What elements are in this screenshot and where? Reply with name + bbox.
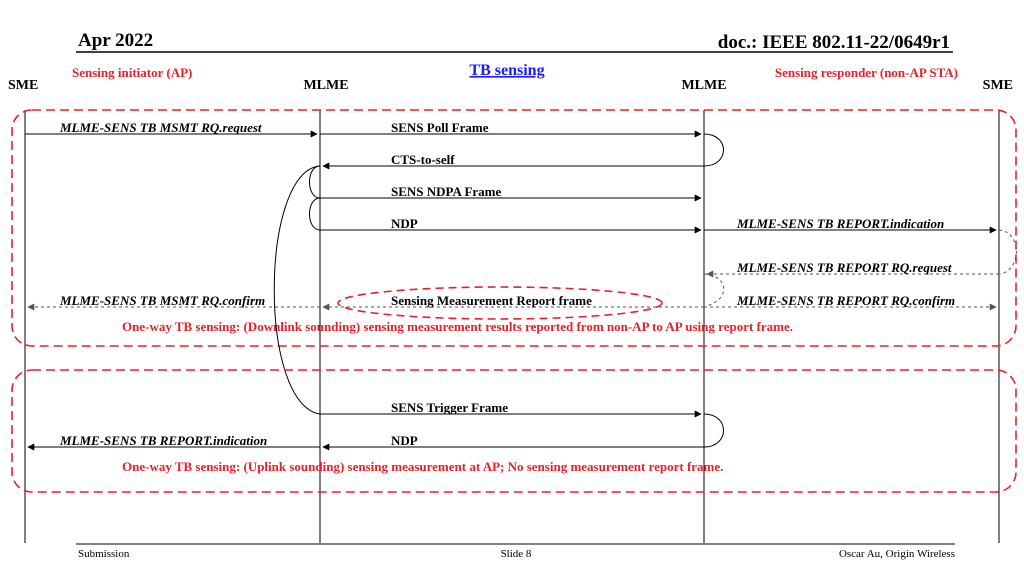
label-ndp-downlink: NDP [391, 216, 418, 231]
highlight-measurement-report [337, 286, 663, 320]
slide-title-link[interactable]: TB sensing [469, 62, 544, 79]
label-report-confirm: MLME-SENS TB REPORT RQ.confirm [736, 293, 955, 308]
turnaround-indication-request [998, 229, 1017, 275]
turnaround-trigger-ndp [703, 413, 724, 448]
downlink-section-box [11, 109, 1017, 347]
initiator-role-label: Sensing initiator (AP) [72, 65, 192, 80]
turnaround-request-confirm [703, 273, 725, 307]
label-measurement-report-frame: Sensing Measurement Report frame [391, 293, 592, 308]
label-ndpa-frame: SENS NDPA Frame [391, 184, 501, 199]
uplink-section-box [11, 369, 1017, 493]
label-cts-to-self: CTS-to-self [391, 152, 455, 167]
sme-right-label: SME [983, 78, 1013, 93]
turnaround-cts-ndpa [309, 165, 321, 199]
label-uplink-report-indication: MLME-SENS TB REPORT.indication [59, 433, 267, 448]
turnaround-ndpa-ndp [309, 197, 321, 231]
turnaround-poll-cts [703, 133, 724, 167]
header-date: Apr 2022 [78, 30, 153, 51]
label-msmt-confirm: MLME-SENS TB MSMT RQ.confirm [59, 293, 265, 308]
label-report-request: MLME-SENS TB REPORT RQ.request [736, 260, 952, 275]
footer-author: Oscar Au, Origin Wireless [839, 548, 955, 560]
label-poll-frame: SENS Poll Frame [391, 120, 489, 135]
footer-submission: Submission [78, 548, 130, 560]
uplink-note: One-way TB sensing: (Uplink sounding) se… [122, 459, 723, 474]
label-trigger-frame: SENS Trigger Frame [391, 400, 508, 415]
sme-left-label: SME [8, 78, 38, 93]
responder-role-label: Sensing responder (non-AP STA) [775, 65, 958, 80]
mlme-left-label: MLME [303, 78, 348, 93]
mlme-right-label: MLME [681, 78, 726, 93]
label-msmt-request: MLME-SENS TB MSMT RQ.request [59, 120, 262, 135]
header-doc-id: doc.: IEEE 802.11-22/0649r1 [718, 32, 950, 53]
connector-cts-to-trigger [273, 165, 321, 415]
label-report-indication: MLME-SENS TB REPORT.indication [736, 216, 944, 231]
downlink-note: One-way TB sensing: (Downlink sounding) … [122, 319, 793, 334]
footer-slide-number: Slide 8 [501, 548, 532, 560]
label-ndp-uplink: NDP [391, 433, 418, 448]
